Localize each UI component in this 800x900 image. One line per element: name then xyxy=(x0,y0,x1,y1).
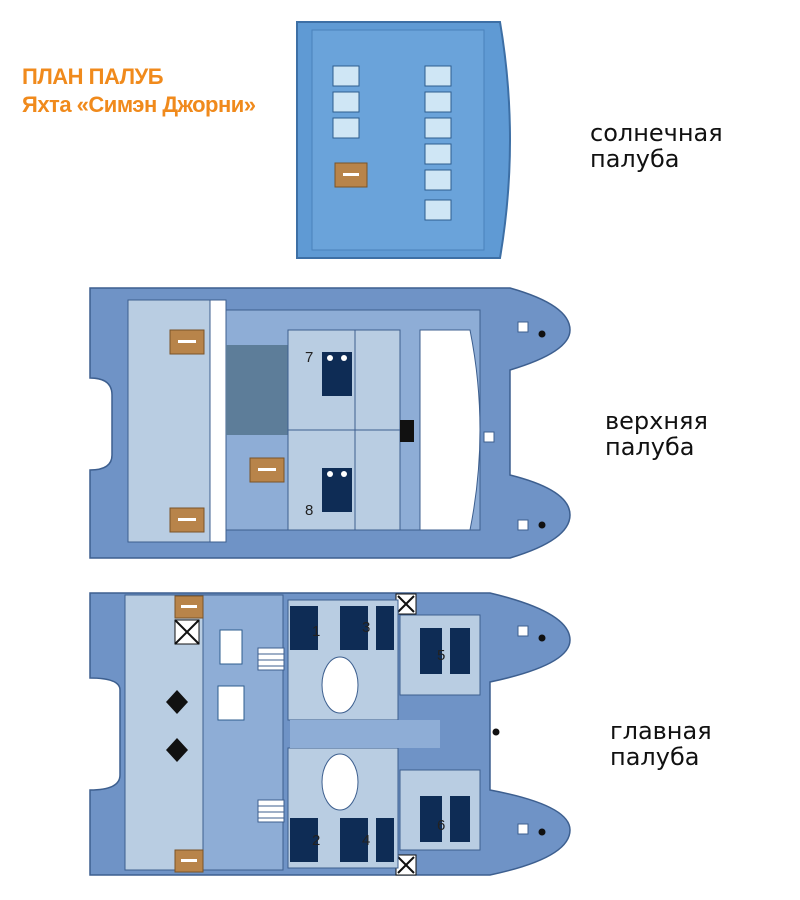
hatch-icon xyxy=(483,431,495,443)
stairs-icon xyxy=(166,738,188,762)
closed-hatch-icon xyxy=(174,619,200,645)
plan-title: ПЛАН ПАЛУБ xyxy=(22,64,164,89)
sunbed-icon xyxy=(424,65,452,221)
dining-table-icon xyxy=(217,629,245,721)
table-icon xyxy=(334,162,368,188)
upper-deck-label-line2: палуба xyxy=(605,433,695,461)
sunbed-icon xyxy=(332,65,360,139)
main-aft-deck xyxy=(124,594,204,871)
main-deck-label-line2: палуба xyxy=(610,743,700,771)
stairs-icon xyxy=(166,690,188,714)
table-icon xyxy=(174,849,204,873)
stairs-icon xyxy=(257,647,285,671)
cleat-icon xyxy=(538,828,546,836)
upper-deck-label: верхняя палуба xyxy=(605,408,708,460)
sun-deck xyxy=(296,21,511,259)
closed-hatch-icon xyxy=(395,854,417,876)
stairs-icon xyxy=(257,799,285,823)
upper-windscreen xyxy=(419,329,481,531)
cabin-4-label: 4 xyxy=(362,832,370,849)
hatch-icon xyxy=(517,519,529,531)
cabin-7-label: 7 xyxy=(305,349,313,366)
table-icon xyxy=(169,507,205,533)
cabin-6-label: 6 xyxy=(437,817,445,834)
table-icon xyxy=(169,329,205,355)
hatch-icon xyxy=(517,823,529,835)
helm-console xyxy=(400,420,414,442)
bed-icon xyxy=(322,352,352,396)
sun-deck-label: солнечная палуба xyxy=(590,120,723,172)
upper-stairwell xyxy=(226,345,288,435)
closed-hatch-icon xyxy=(395,593,417,615)
bed-icon xyxy=(290,606,470,674)
cabin-3-label: 3 xyxy=(362,619,370,636)
cleat-icon xyxy=(538,330,546,338)
main-salon xyxy=(202,594,284,871)
hatch-icon xyxy=(517,625,529,637)
table-icon xyxy=(249,457,285,483)
upper-deck-label-line1: верхняя xyxy=(605,407,708,435)
cabin-1-label: 1 xyxy=(312,623,320,640)
upper-deck: 7 8 xyxy=(89,287,571,559)
cabin-5-label: 5 xyxy=(437,647,445,664)
bed-icon xyxy=(322,468,352,512)
cleat-icon xyxy=(538,634,546,642)
main-corridor xyxy=(290,720,440,748)
sun-deck-label-line2: палуба xyxy=(590,145,680,173)
table-icon xyxy=(174,595,204,619)
main-deck-label-line1: главная xyxy=(610,717,712,745)
cabin-2-label: 2 xyxy=(312,832,320,849)
hatch-icon xyxy=(517,321,529,333)
main-deck: 1 3 5 2 4 6 xyxy=(89,592,571,876)
cabin-8-label: 8 xyxy=(305,502,313,519)
cleat-icon xyxy=(538,521,546,529)
yacht-name: Яхта «Симэн Джорни» xyxy=(22,92,256,117)
upper-stairs-column xyxy=(209,299,227,543)
sun-deck-label-line1: солнечная xyxy=(590,119,723,147)
shower-icon xyxy=(321,656,359,811)
cleat-icon xyxy=(492,728,500,736)
bed-icon xyxy=(290,796,470,862)
sun-deck-floor xyxy=(311,29,485,251)
main-deck-label: главная палуба xyxy=(610,718,712,770)
